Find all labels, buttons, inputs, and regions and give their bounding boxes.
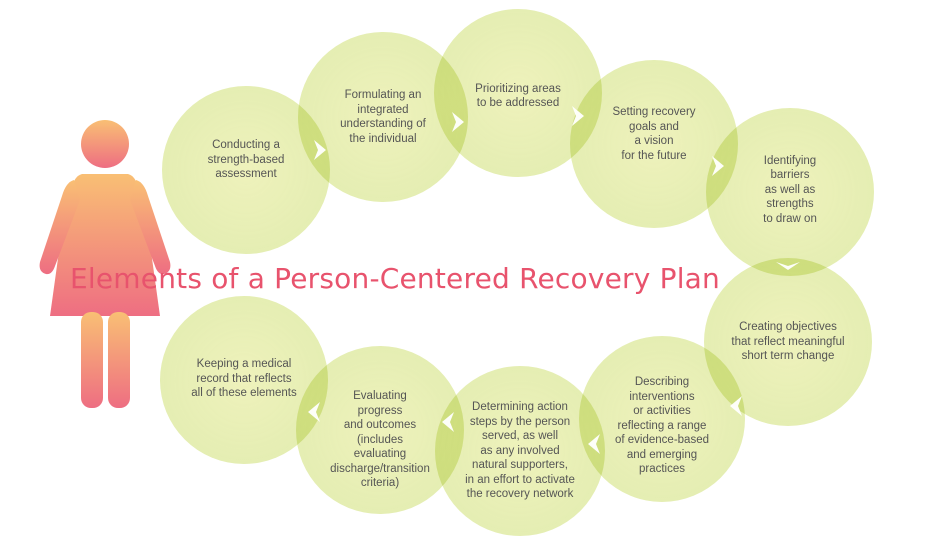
chevron-right-icon <box>712 156 724 176</box>
chevron-left-icon <box>442 412 454 432</box>
step-label-10: Keeping a medical record that reflects a… <box>191 358 297 400</box>
step-label-3: Prioritizing areas to be addressed <box>475 82 561 110</box>
step-label-8: Determining action steps by the person s… <box>465 401 575 501</box>
chevron-right-icon <box>452 112 464 132</box>
step-label-5: Identifying barriers as well as strength… <box>763 154 817 225</box>
step-label-4: Setting recovery goals and a vision for … <box>612 106 696 162</box>
step-circle-7 <box>579 336 745 502</box>
step-label-9: Evaluating progress and outcomes (includ… <box>330 390 430 490</box>
chevron-left-icon <box>308 402 320 422</box>
chevron-right-icon <box>314 140 326 160</box>
step-circle-8 <box>435 366 605 536</box>
chevron-right-icon <box>572 106 584 126</box>
step-circle-5 <box>706 108 874 276</box>
step-label-6: Creating objectives that reflect meaning… <box>731 321 845 363</box>
step-label-2: Formulating an integrated understanding … <box>340 89 426 145</box>
step-label-1: Conducting a strength-based assessment <box>207 139 285 181</box>
diagram-title: Elements of a Person-Centered Recovery P… <box>70 262 720 295</box>
step-label-7: Describing interventions or activities r… <box>615 376 709 476</box>
chevron-left-icon <box>588 434 600 454</box>
step-circle-10 <box>160 296 328 464</box>
chevron-down-icon <box>776 262 800 270</box>
chevron-left-icon <box>730 396 742 416</box>
